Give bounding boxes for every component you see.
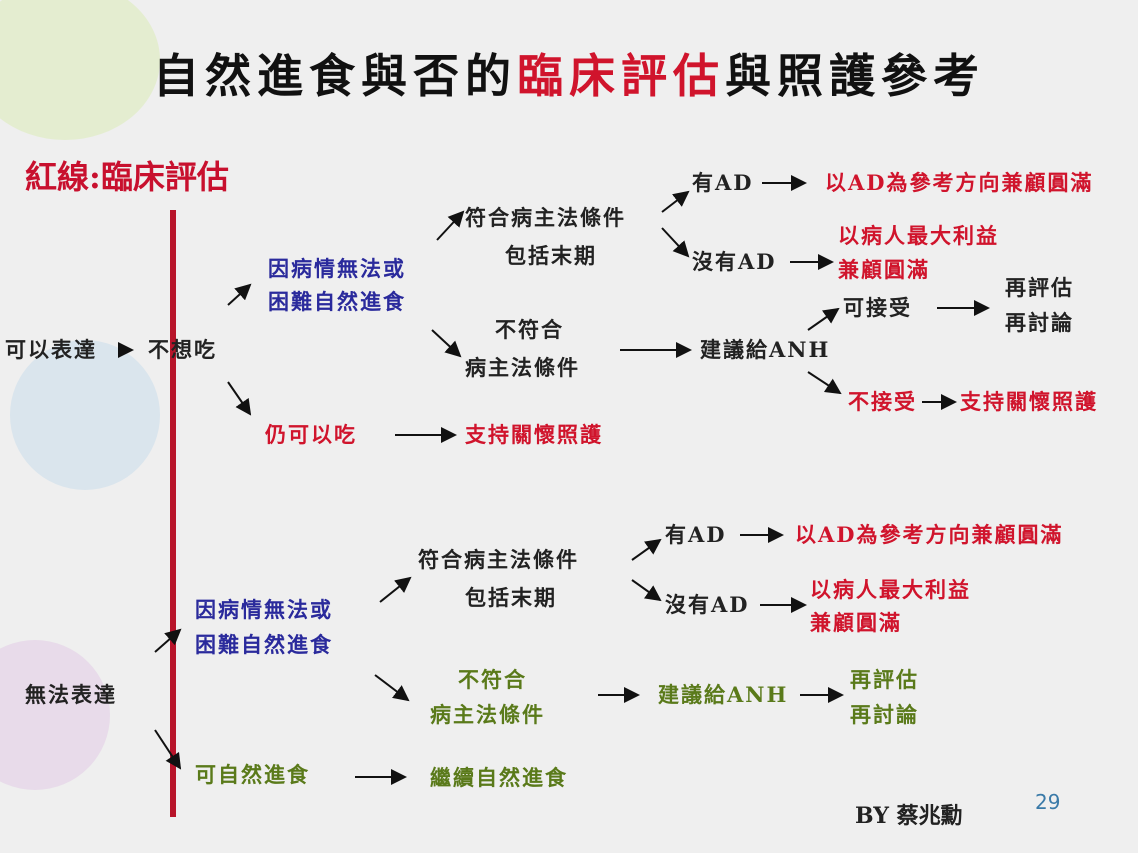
arrow [227,381,252,416]
node-cause-line1: 因病情無法或 [268,256,406,281]
arrow [154,628,182,653]
node-continue-eating: 繼續自然進食 [430,765,568,790]
arrow [631,538,662,561]
node-accept: 可接受 [843,295,912,320]
arrow [807,307,840,331]
node-rediscuss: 再討論 [1005,310,1074,335]
node-no-ad-result-line2: 兼顧圓滿 [810,610,902,635]
arrow [154,729,182,770]
arrow [374,674,410,702]
title-part: 與照護參考 [725,49,985,103]
node-cause-line2: 困難自然進食 [268,289,406,314]
slide-number: 29 [1035,790,1061,814]
node-no-ad: 沒有AD [692,249,777,274]
node-not-meets-line2: 病主法條件 [465,355,580,380]
node-meets-line1: 符合病主法條件 [418,547,579,572]
node-has-ad-result: 以AD為參考方向兼顧圓滿 [825,170,1094,195]
node-not-want-eat: 不想吃 [148,337,217,362]
node-cause-line1: 因病情無法或 [195,597,333,622]
node-meets-line1: 符合病主法條件 [465,205,626,230]
node-not-meets-line1: 不符合 [458,667,527,692]
node-suggest-anh: 建議給ANH [700,337,831,362]
node-can-eat-naturally: 可自然進食 [195,762,310,787]
node-cause-line2: 困難自然進食 [195,632,333,657]
arrow [661,227,690,258]
clinical-assessment-red-line [170,210,176,817]
node-support-care: 支持關懷照護 [465,422,603,447]
subtitle: 紅線:臨床評估 [25,158,229,196]
node-not-accept: 不接受 [848,389,917,414]
arrow [661,190,690,213]
title-highlight: 臨床評估 [517,49,725,103]
node-reassess: 再評估 [850,667,919,692]
node-no-ad: 沒有AD [665,592,750,617]
balloon-decoration [10,340,160,490]
arrow [807,371,842,395]
node-meets-line2: 包括末期 [465,585,557,610]
node-no-ad-result-line1: 以病人最大利益 [838,223,999,248]
node-suggest-anh: 建議給ANH [658,682,789,707]
node-support-care: 支持關懷照護 [960,389,1098,414]
node-can-express: 可以表達 [5,337,97,362]
node-no-ad-result-line2: 兼顧圓滿 [838,257,930,282]
arrow [436,210,465,241]
arrow [227,283,252,306]
node-has-ad: 有AD [665,522,727,547]
node-not-meets-line2: 病主法條件 [430,702,545,727]
node-has-ad-result: 以AD為參考方向兼顧圓滿 [795,522,1064,547]
arrow [631,579,662,602]
arrow [379,576,412,603]
node-has-ad: 有AD [692,170,754,195]
node-reassess: 再評估 [1005,275,1074,300]
node-still-eat: 仍可以吃 [265,422,357,447]
node-rediscuss: 再討論 [850,702,919,727]
node-no-ad-result-line1: 以病人最大利益 [810,577,971,602]
node-meets-line2: 包括末期 [505,243,597,268]
title-part: 自然進食與否的 [153,49,517,103]
author-credit: BY 蔡兆勳 [855,803,963,829]
node-cannot-express: 無法表達 [25,682,117,707]
arrow [431,329,462,358]
page-title: 自然進食與否的臨床評估與照護參考 [0,40,1138,106]
node-not-meets-line1: 不符合 [495,317,564,342]
